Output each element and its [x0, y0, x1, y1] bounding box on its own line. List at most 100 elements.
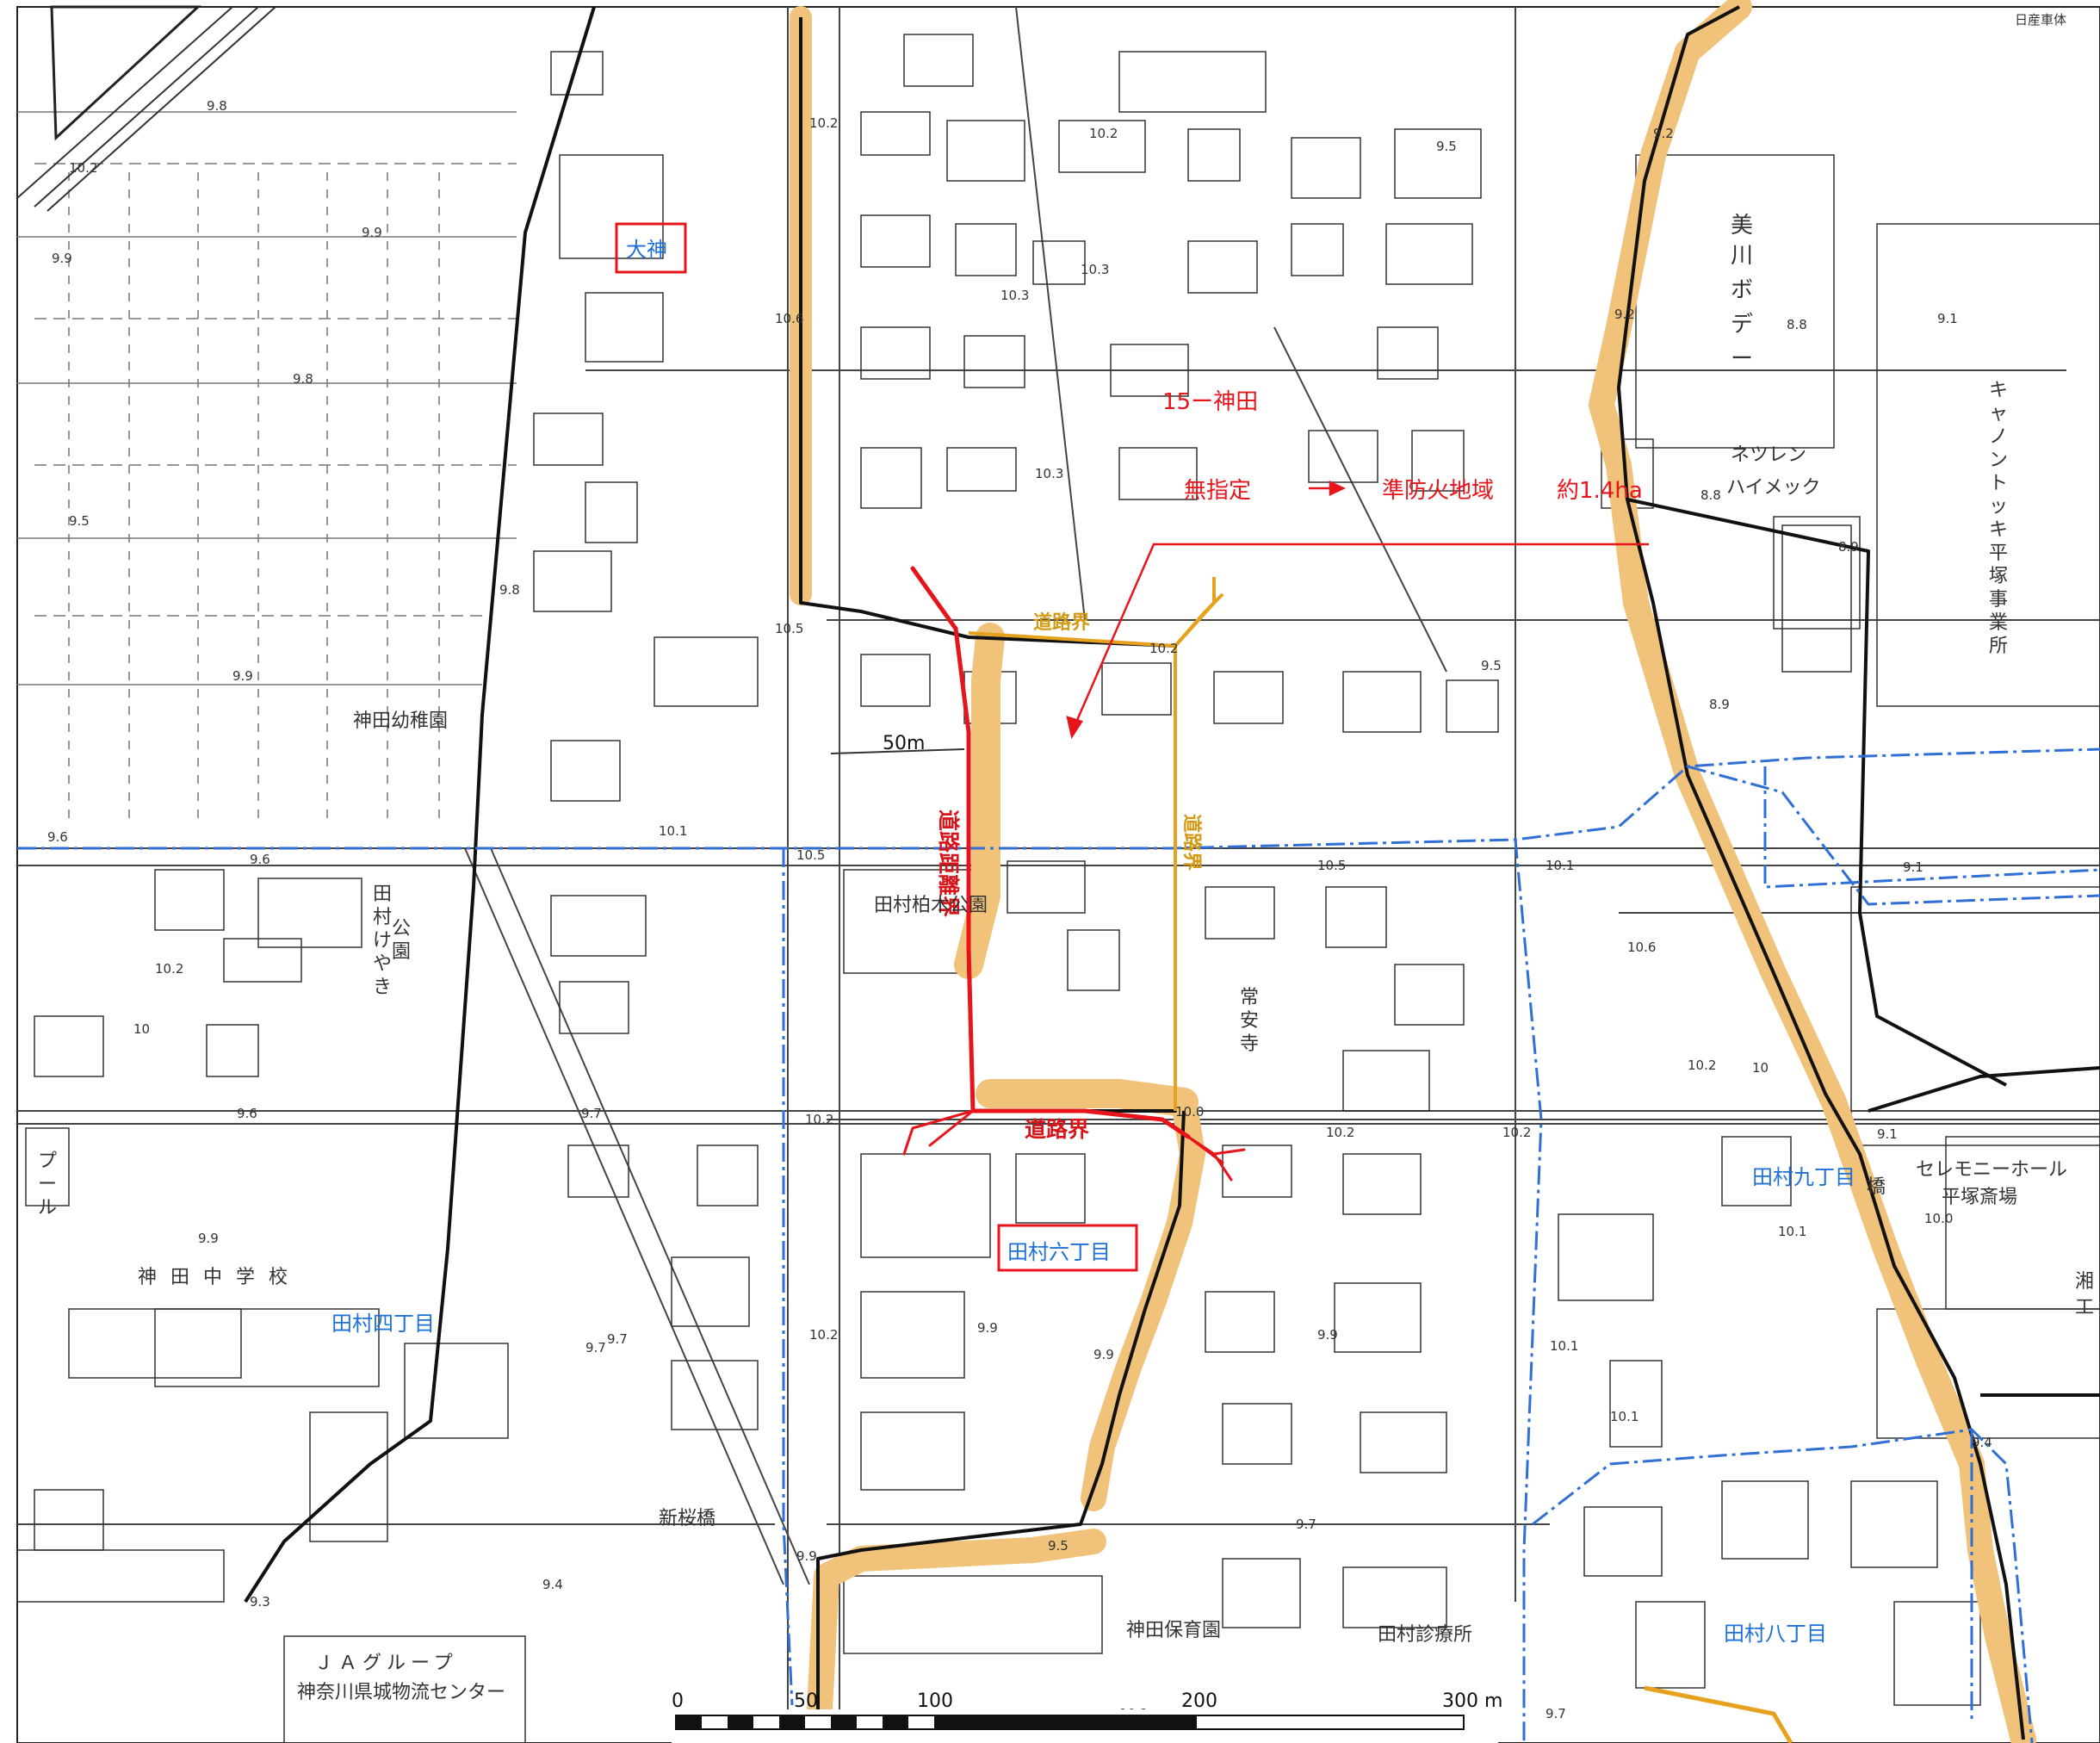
svg-text:10.2: 10.2 [1089, 126, 1118, 141]
scale-tick-100: 100 [917, 1690, 953, 1712]
svg-text:9.6: 9.6 [250, 852, 270, 867]
facility-nissan-top: 日産車体 [2015, 12, 2066, 28]
svg-text:業: 業 [1989, 612, 2008, 634]
scale-tick-50: 50 [794, 1690, 818, 1712]
svg-text:9.6: 9.6 [237, 1106, 257, 1121]
svg-text:ル: ル [38, 1197, 57, 1219]
facility-kanda-nursery: 神田保育園 [1126, 1620, 1221, 1641]
facility-ja-line1: ＪＡグループ [314, 1653, 458, 1674]
svg-text:10.5: 10.5 [775, 621, 803, 636]
svg-text:10.3: 10.3 [1000, 288, 1029, 303]
road-boundary-bottom-label: 道路界 [1025, 1117, 1089, 1142]
svg-text:ー: ー [1731, 346, 1753, 372]
district-tamura-4: 田村四丁目 [331, 1312, 435, 1336]
svg-text:9.9: 9.9 [1093, 1347, 1114, 1362]
svg-text:塚: 塚 [1989, 566, 2008, 587]
vertical-label-pool: プ ー ル [38, 1151, 57, 1219]
gold-road-boundary [968, 577, 1793, 1743]
elevation-points: 9.8 10.2 9.9 9.5 9.8 9.9 9.8 10.2 10.6 1… [47, 98, 1992, 1721]
rail-block [50, 5, 201, 141]
svg-text:9.7: 9.7 [1296, 1517, 1316, 1532]
svg-text:ノ: ノ [1989, 426, 2008, 448]
svg-text:9.9: 9.9 [198, 1231, 219, 1246]
svg-text:寺: 寺 [1240, 1033, 1259, 1055]
scale-tick-0: 0 [672, 1690, 684, 1712]
svg-text:10.1: 10.1 [1546, 858, 1574, 873]
svg-text:工: 工 [2075, 1297, 2094, 1318]
svg-text:ッ: ッ [1989, 496, 2008, 518]
svg-text:10.2: 10.2 [1326, 1125, 1354, 1140]
svg-text:公: 公 [392, 918, 411, 940]
svg-text:10.1: 10.1 [1778, 1224, 1806, 1239]
svg-text:ン: ン [1989, 450, 2008, 471]
pointer-arrow [1066, 481, 1649, 740]
svg-text:9.5: 9.5 [1436, 139, 1457, 154]
facility-tamura-clinic: 田村診療所 [1378, 1624, 1472, 1646]
facility-tamura-kashiwagi-park: 田村柏木公園 [874, 895, 988, 916]
facility-ceremony-2: 平塚斎場 [1942, 1187, 2017, 1208]
svg-text:10: 10 [1752, 1060, 1769, 1076]
svg-text:10.2: 10.2 [69, 160, 97, 176]
svg-text:9.7: 9.7 [581, 1106, 602, 1121]
svg-text:安: 安 [1240, 1010, 1259, 1032]
facility-kanda-jhs: 神田中学校 [138, 1267, 301, 1288]
vertical-label-tamura-keyaki-park: 田 村 け や き 公 園 [373, 884, 411, 998]
svg-text:事: 事 [1989, 589, 2008, 611]
svg-text:8.9: 8.9 [1709, 697, 1730, 712]
svg-text:9.2: 9.2 [1614, 307, 1635, 322]
svg-text:9.1: 9.1 [1903, 859, 1923, 875]
zone-boundary-black [244, 5, 2100, 1743]
svg-text:9.4: 9.4 [542, 1577, 563, 1592]
svg-text:プ: プ [38, 1151, 57, 1172]
facility-kanda-kindergarten: 神田幼稚園 [353, 710, 448, 732]
svg-text:10.2: 10.2 [1502, 1125, 1531, 1140]
svg-text:9.8: 9.8 [293, 371, 313, 387]
scale-tick-200: 200 [1181, 1690, 1217, 1712]
svg-text:9.8: 9.8 [499, 582, 520, 598]
svg-text:9.3: 9.3 [250, 1594, 270, 1610]
svg-text:10.2: 10.2 [809, 1327, 838, 1343]
svg-text:9.1: 9.1 [1937, 311, 1958, 326]
scale-bar: 0 50 100 200 300 m [672, 1690, 1502, 1743]
vertical-label-mikawa-body: 美 川 ボ デ ー [1731, 213, 1753, 372]
vertical-label-joanji: 常 安 寺 [1240, 987, 1259, 1055]
svg-text:9.9: 9.9 [1317, 1327, 1338, 1343]
svg-text:9.9: 9.9 [796, 1548, 817, 1564]
svg-text:キ: キ [1989, 380, 2008, 401]
svg-text:9.5: 9.5 [1481, 658, 1502, 673]
svg-text:10.2: 10.2 [155, 961, 183, 977]
svg-text:湘: 湘 [2075, 1271, 2094, 1293]
svg-text:10: 10 [133, 1021, 150, 1037]
svg-text:9.7: 9.7 [585, 1340, 606, 1355]
svg-text:や: や [373, 953, 392, 975]
svg-text:9.9: 9.9 [52, 251, 72, 266]
svg-text:9.8: 9.8 [207, 98, 227, 114]
svg-text:川: 川 [1731, 243, 1753, 269]
svg-text:美: 美 [1731, 213, 1753, 239]
svg-text:10.3: 10.3 [1035, 466, 1063, 481]
svg-text:10.0: 10.0 [1924, 1211, 1953, 1226]
red-boundary [902, 566, 1246, 1182]
svg-text:10.1: 10.1 [1610, 1409, 1638, 1424]
svg-text:ー: ー [38, 1174, 57, 1195]
svg-text:9.1: 9.1 [1877, 1126, 1898, 1142]
district-tamura-8: 田村八丁目 [1724, 1622, 1827, 1646]
railway-track [16, 6, 276, 212]
svg-text:9.6: 9.6 [47, 829, 68, 845]
svg-text:10.1: 10.1 [659, 823, 687, 839]
facility-ja-line2: 神奈川県城物流センター [297, 1682, 505, 1703]
facility-shin-sakura-bridge: 新桜橋 [659, 1508, 715, 1529]
orange-corridor [790, 0, 2036, 1743]
district-tamura-9: 田村九丁目 [1752, 1165, 1855, 1189]
svg-text:10.6: 10.6 [1627, 940, 1656, 955]
svg-text:園: 園 [392, 941, 411, 963]
svg-text:9.9: 9.9 [232, 668, 253, 684]
measure-50m: 50m [883, 733, 925, 754]
svg-text:9.4: 9.4 [1972, 1435, 1992, 1450]
svg-text:け: け [373, 930, 392, 952]
svg-text:10.3: 10.3 [1081, 262, 1109, 277]
from-zone-label: 無指定 [1184, 478, 1251, 504]
facility-netsuren-1: ネツレン [1731, 444, 1806, 466]
